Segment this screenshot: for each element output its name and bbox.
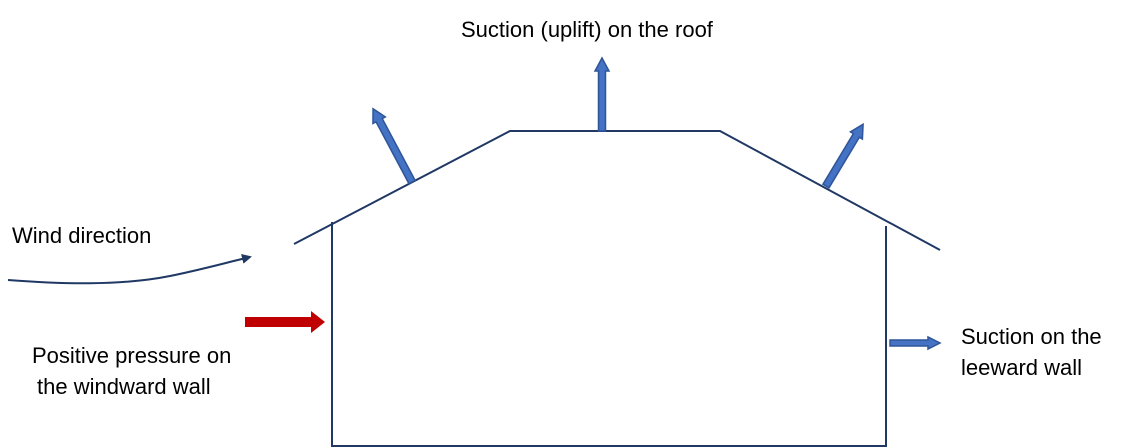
roof-outline	[293, 130, 941, 251]
leeward-suction-label-line1: Suction on the	[961, 324, 1102, 349]
positive-pressure-label-line2: the windward wall	[37, 374, 211, 399]
leeward-suction-label-line2: leeward wall	[961, 355, 1083, 380]
positive-pressure-label-line1: Positive pressure on	[32, 343, 232, 368]
roof-suction-arrow-left	[372, 107, 417, 185]
wind-direction-label: Wind direction	[12, 223, 152, 248]
windward-pressure-arrow	[245, 311, 325, 333]
leeward-suction-arrow	[889, 335, 942, 351]
building-walls	[331, 222, 887, 447]
wind-direction-arrow	[7, 254, 252, 285]
roof-suction-arrow-right	[821, 122, 864, 189]
roof-suction-label: Suction (uplift) on the roof	[461, 17, 713, 42]
roof-suction-arrow-center	[593, 56, 611, 132]
